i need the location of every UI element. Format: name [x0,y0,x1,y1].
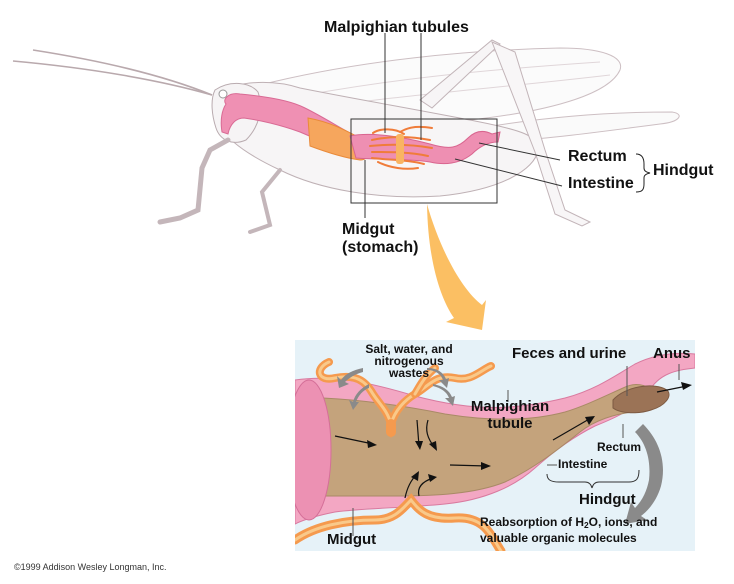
label-hindgut-detail: Hindgut [579,491,636,508]
gut-cut-end [295,379,332,521]
grasshopper-eye [218,89,228,99]
label-nitrogenous: nitrogenous [374,354,444,368]
fore-leg [248,168,282,234]
label-midgut-detail: Midgut [327,531,377,548]
label-intestine-detail: Intestine [558,457,608,471]
label-rectum: Rectum [568,148,627,165]
reabsorption-text-post: O, ions, and [588,515,658,529]
hindgut-brace-detail [546,469,640,489]
flow-arrowheads [367,382,692,482]
label-anus: Anus [653,345,691,362]
label-midgut-stomach: (stomach) [342,239,419,256]
label-tubule: tubule [487,415,533,432]
label-reabsorption-line2: valuable organic molecules [480,531,637,545]
label-reabsorption: Reabsorption of H2O, ions, and [480,516,657,530]
label-malpighian-tubules: Malpighian tubules [324,19,469,36]
label-midgut: Midgut [342,221,395,238]
inset-box [350,118,498,204]
label-wastes: wastes [388,366,430,380]
label-salt-water: Salt, water, and [365,342,453,356]
label-feces-urine: Feces and urine [512,345,627,362]
detail-illustration [295,352,695,551]
fore-leg [157,137,231,225]
leader-line-intestine [454,158,563,187]
reabsorption-arrow [625,424,663,524]
antenna [12,60,213,96]
label-malpighian-tubule: Malpighian [470,398,550,415]
label-rectum-detail: Rectum [597,440,642,454]
secretion-arrows [337,368,455,410]
zoom-arrow [427,204,486,330]
reabsorption-subscript: 2 [584,520,589,531]
label-intestine: Intestine [568,175,634,192]
copyright-notice: ©1999 Addison Wesley Longman, Inc. [14,562,167,572]
detail-panel: Salt, water, and nitrogenous wastes Fece… [295,340,695,551]
tubule-junction [396,134,404,164]
label-hindgut: Hindgut [653,162,714,179]
antenna [32,49,213,96]
grasshopper-illustration [12,33,680,330]
hind-leg [491,41,592,227]
malpighian-tubule-upper [316,358,495,439]
malpighian-tubule-lower [295,493,506,551]
hindgut-brace [635,153,651,193]
leader-line-rectum [478,142,561,161]
hind-leg [419,39,501,109]
reabsorption-text-pre: Reabsorption of H [480,515,584,529]
